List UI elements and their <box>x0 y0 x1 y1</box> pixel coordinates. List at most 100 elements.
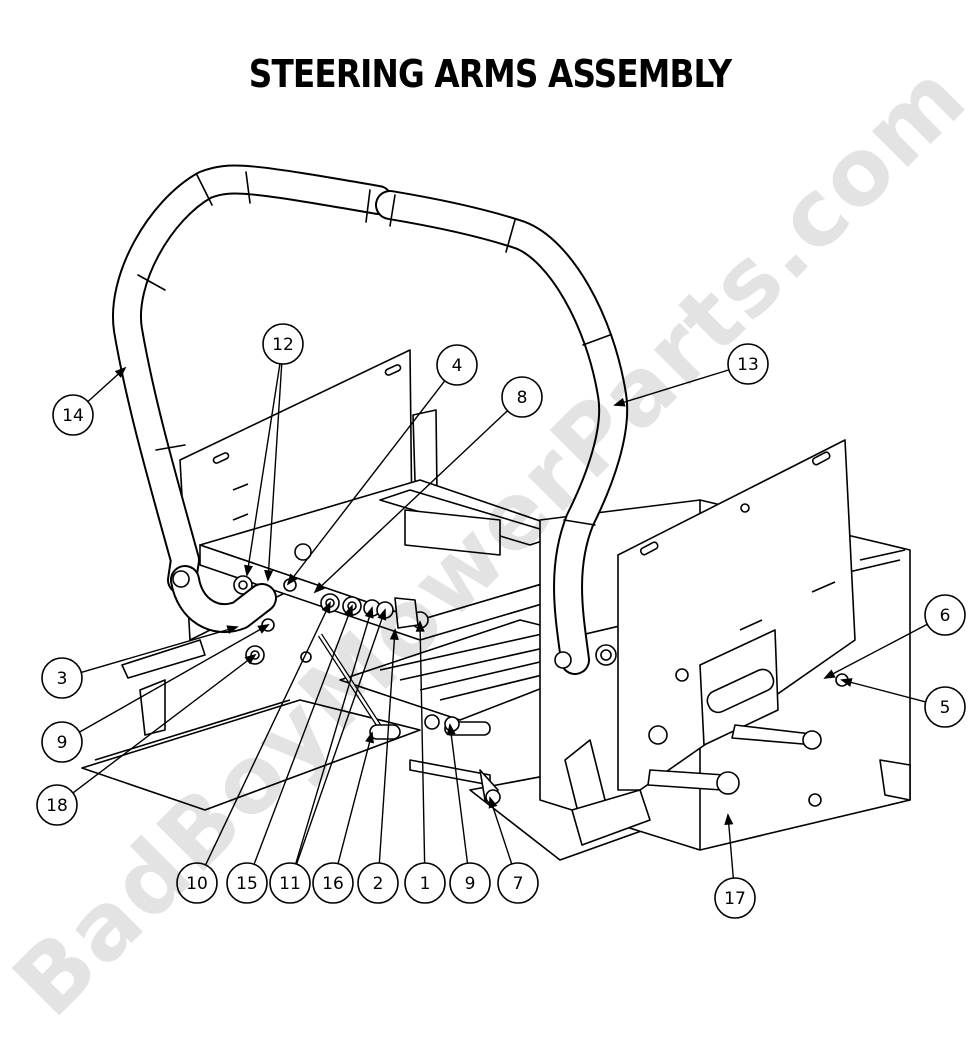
callout-circle <box>727 343 769 385</box>
callout-circle <box>404 862 446 904</box>
callout-circle <box>262 323 304 365</box>
callout-2: 2 <box>357 862 399 904</box>
callout-circle <box>41 657 83 699</box>
callout-number: 15 <box>236 874 258 894</box>
callout-circle <box>449 862 491 904</box>
leader-line-15 <box>253 605 353 865</box>
callout-circle <box>501 376 543 418</box>
callout-number: 10 <box>186 874 208 894</box>
callout-number: 16 <box>322 874 344 894</box>
arrowhead-5 <box>840 678 853 687</box>
callout-number: 6 <box>940 606 951 626</box>
callout-circle <box>924 686 966 728</box>
leader-line-7 <box>489 797 513 865</box>
leader-line-18 <box>72 654 256 794</box>
arrowhead-13 <box>613 397 626 407</box>
callout-number: 9 <box>57 733 68 753</box>
arrowhead-9 <box>257 624 270 634</box>
callout-number: 4 <box>452 356 463 376</box>
leader-line-12 <box>246 363 281 576</box>
callout-number: 12 <box>272 335 294 355</box>
arrowhead-4 <box>286 573 298 586</box>
callout-6: 6 <box>924 594 966 636</box>
callout-15: 15 <box>226 862 268 904</box>
arrowhead-1 <box>415 620 425 632</box>
arrowhead-15 <box>344 604 353 617</box>
arrowhead-12 <box>264 570 274 582</box>
callout-13: 13 <box>727 343 769 385</box>
arrowhead-7 <box>488 796 498 809</box>
arrowhead-6 <box>823 669 836 679</box>
leader-line-2 <box>378 629 396 864</box>
arrowhead-2 <box>389 628 399 640</box>
callout-circle <box>924 594 966 636</box>
callout-5: 5 <box>924 686 966 728</box>
callout-circle <box>436 344 478 386</box>
arrowhead-9 <box>446 723 456 736</box>
arrowhead-16 <box>365 731 374 744</box>
callout-number: 1 <box>420 874 431 894</box>
callout-17: 17 <box>714 877 756 919</box>
callout-circle <box>52 394 94 436</box>
callout-18: 18 <box>36 784 78 826</box>
callout-circle <box>714 877 756 919</box>
leader-line-11 <box>295 609 386 865</box>
leader-line-5 <box>841 679 926 703</box>
arrowhead-12 <box>244 564 253 577</box>
callout-circle <box>226 862 268 904</box>
callout-circle <box>497 862 539 904</box>
leader-line-17 <box>727 814 735 879</box>
callout-12: 12 <box>262 323 304 365</box>
callout-number: 8 <box>517 388 528 408</box>
arrowhead-8 <box>313 582 326 594</box>
callout-circle <box>36 784 78 826</box>
leader-line-6 <box>824 623 928 679</box>
leader-line-8 <box>314 410 508 593</box>
callout-9: 9 <box>41 721 83 763</box>
leader-line-9 <box>79 624 269 733</box>
leader-line-11 <box>295 607 373 865</box>
arrowhead-18 <box>244 653 257 665</box>
callout-10: 10 <box>176 862 218 904</box>
leader-line-1 <box>419 621 426 864</box>
callout-8: 8 <box>501 376 543 418</box>
callout-circle <box>269 862 311 904</box>
callout-11: 11 <box>269 862 311 904</box>
leader-line-9 <box>449 724 469 864</box>
callout-circle <box>41 721 83 763</box>
leader-line-12 <box>267 363 283 581</box>
callout-14: 14 <box>52 394 94 436</box>
callout-16: 16 <box>312 862 354 904</box>
callout-number: 9 <box>465 874 476 894</box>
arrowhead-10 <box>321 601 331 614</box>
arrowhead-11 <box>364 606 374 619</box>
arrowhead-3 <box>226 625 239 635</box>
leader-line-10 <box>204 602 331 866</box>
callout-circle <box>312 862 354 904</box>
callout-number: 5 <box>940 698 951 718</box>
arrowhead-11 <box>377 608 387 621</box>
arrowhead-14 <box>114 366 127 378</box>
leader-line-13 <box>614 369 730 406</box>
diagram-title: STEERING ARMS ASSEMBLY <box>248 52 732 96</box>
diagram-canvas: STEERING ARMS ASSEMBLY <box>0 43 980 1037</box>
callout-number: 3 <box>57 669 68 689</box>
callout-number: 17 <box>724 889 746 909</box>
callout-number: 13 <box>737 355 759 375</box>
callout-circle <box>357 862 399 904</box>
callout-number: 2 <box>373 874 384 894</box>
callout-9: 9 <box>449 862 491 904</box>
arrowhead-17 <box>724 813 734 826</box>
callout-number: 11 <box>279 874 301 894</box>
leader-lines <box>72 363 928 879</box>
leader-line-3 <box>81 626 238 674</box>
steering-bars <box>112 164 629 675</box>
callout-3: 3 <box>41 657 83 699</box>
callout-number: 14 <box>62 406 84 426</box>
leader-line-16 <box>337 732 373 864</box>
callout-number: 7 <box>513 874 524 894</box>
leader-line-4 <box>287 380 446 585</box>
callout-7: 7 <box>497 862 539 904</box>
